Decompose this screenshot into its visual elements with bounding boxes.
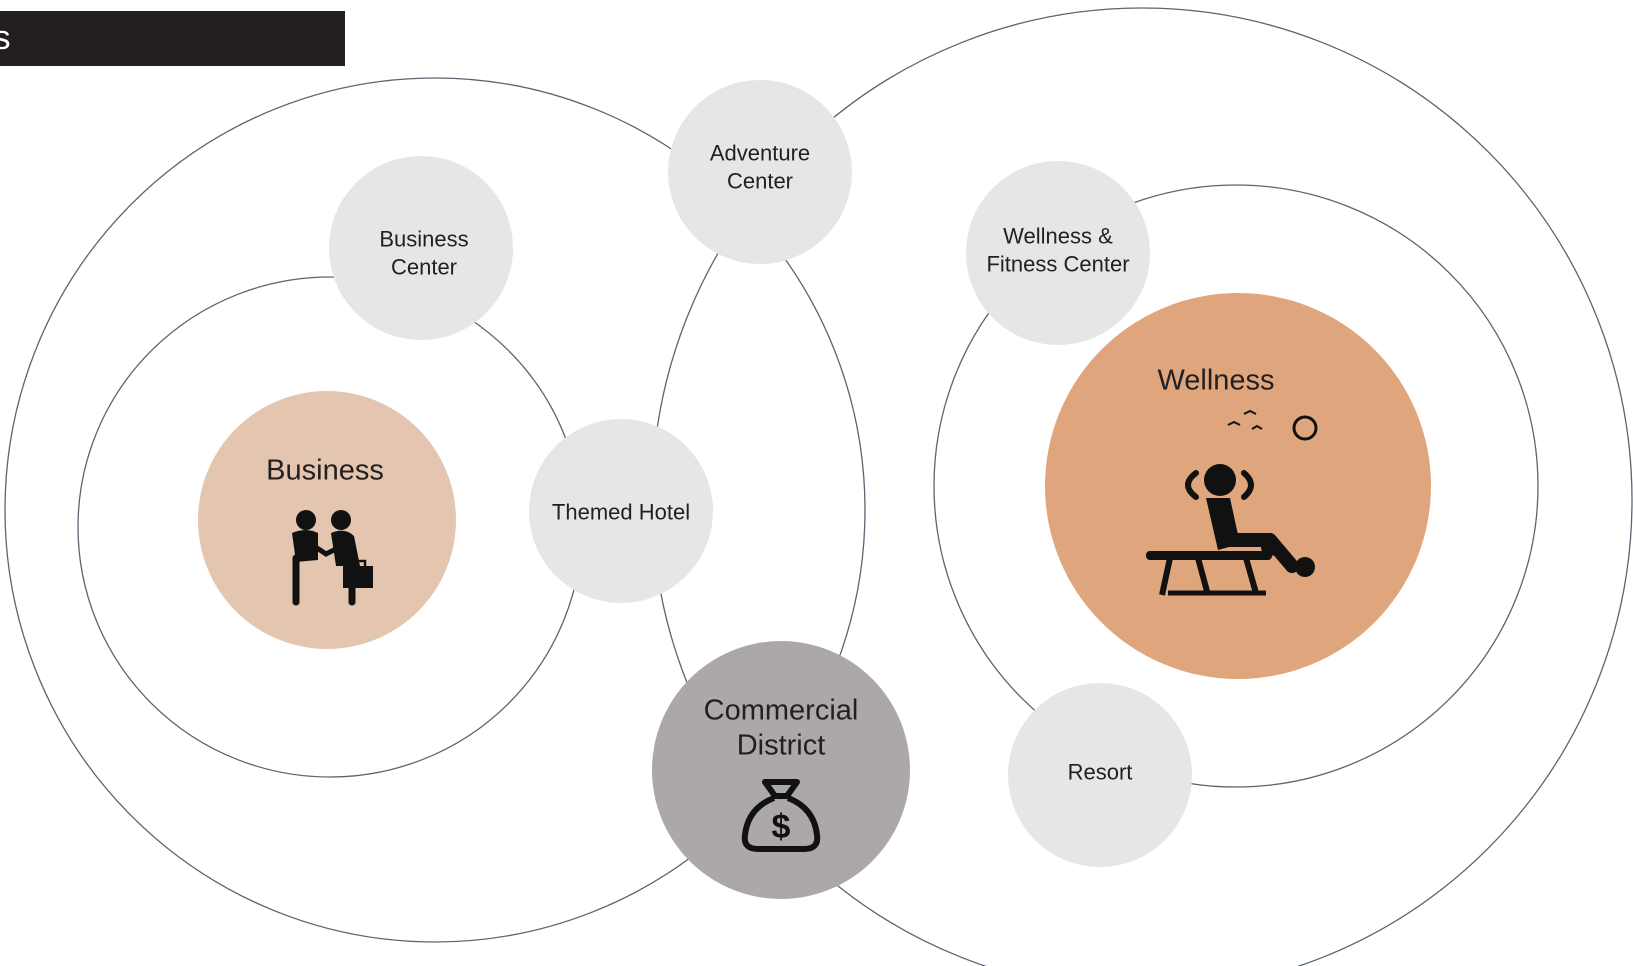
wellness-fitness-center-node [966, 161, 1150, 345]
wellness-inner-ring [933, 184, 1539, 788]
commercial-district-node [652, 641, 910, 899]
business-node [198, 391, 456, 649]
money-bag-dollar-sign: $ [772, 808, 791, 846]
wellness-node [1045, 293, 1431, 679]
adventure-center-label: Adventure Center [709, 140, 811, 194]
commercial-district-label: Commercial District [703, 694, 859, 762]
adventure-center-node [668, 80, 852, 264]
money-bag-icon [741, 779, 821, 852]
wellness-label: Wellness [1157, 364, 1275, 397]
business-outer-ring [4, 77, 866, 943]
page-title: ts [0, 19, 11, 57]
lounging-person-icon [1146, 409, 1318, 596]
wellness-fitness-center-label: Wellness & Fitness Center [986, 223, 1130, 277]
business-center-node [329, 156, 513, 340]
business-label: Business [266, 454, 384, 487]
handshake-icon [292, 510, 373, 606]
business-center-label: Business Center [379, 226, 469, 280]
themed-hotel-label: Themed Hotel [551, 499, 691, 525]
resort-node [1008, 683, 1192, 867]
title-bar: ts [0, 11, 345, 66]
themed-hotel-node [529, 419, 713, 603]
resort-label: Resort [1067, 759, 1133, 785]
